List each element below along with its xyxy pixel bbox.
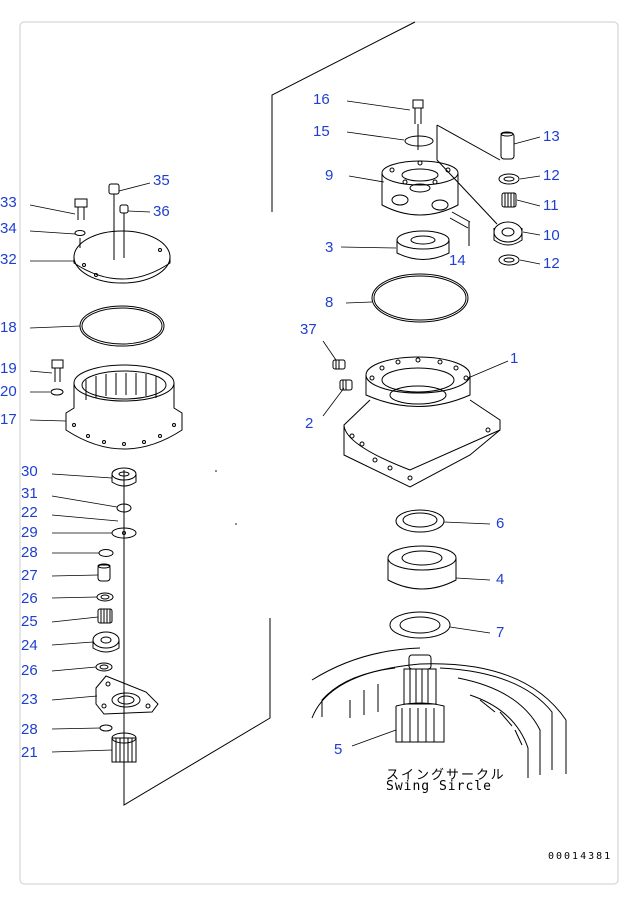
plug-37 xyxy=(332,359,346,370)
ring-gear-17 xyxy=(65,364,183,450)
drawing-number: 00014381 xyxy=(548,851,613,862)
pinion-shaft-5 xyxy=(395,654,445,743)
cover-plate-32 xyxy=(73,230,171,284)
callout-33: 33 xyxy=(0,194,17,211)
washer-15 xyxy=(404,135,434,147)
callout-34: 34 xyxy=(0,220,17,237)
leader-10-mount xyxy=(436,159,498,225)
shaft-14 xyxy=(449,211,471,246)
callout-20: 20 xyxy=(0,383,17,400)
callout-22: 22 xyxy=(21,504,38,521)
sheet-border xyxy=(19,21,619,885)
o-ring-18 xyxy=(79,305,165,347)
snap-ring-28-upper xyxy=(98,549,114,557)
callout-7: 7 xyxy=(496,624,505,641)
planet-carrier-23 xyxy=(95,675,159,715)
thrust-washer-12-upper xyxy=(498,173,520,185)
planet-carrier-9 xyxy=(381,160,459,216)
thrust-washer-26-lower xyxy=(95,662,113,672)
callout-23: 23 xyxy=(21,691,38,708)
callout-21: 21 xyxy=(21,744,38,761)
callout-32: 32 xyxy=(0,251,17,268)
swing-circle-ring xyxy=(311,647,567,778)
callout-19: 19 xyxy=(0,360,17,377)
fitting-35 xyxy=(108,183,120,260)
seal-6 xyxy=(395,509,445,533)
plug-2 xyxy=(339,379,353,391)
callout-17: 17 xyxy=(0,411,17,428)
spacer-31 xyxy=(116,503,132,513)
callout-27: 27 xyxy=(21,567,38,584)
callout-30: 30 xyxy=(21,463,38,480)
thrust-washer-26-upper xyxy=(96,592,114,602)
pin-13 xyxy=(500,131,515,160)
callout-10: 10 xyxy=(543,227,560,244)
o-ring-8 xyxy=(371,273,469,323)
sun-gear-21 xyxy=(111,732,137,763)
bearing-4 xyxy=(387,545,457,590)
callout-26-lower: 26 xyxy=(21,662,38,679)
snap-ring-28-lower xyxy=(99,724,113,732)
callout-36: 36 xyxy=(153,203,170,220)
washer-34 xyxy=(74,230,86,236)
callout-13: 13 xyxy=(543,128,560,145)
callout-29: 29 xyxy=(21,524,38,541)
swing-circle-caption-en: Swing Sircle xyxy=(386,779,492,794)
callout-26-upper: 26 xyxy=(21,590,38,607)
pin-27 xyxy=(97,563,111,582)
callout-37: 37 xyxy=(300,321,317,338)
swing-housing-1 xyxy=(343,356,501,488)
callout-16: 16 xyxy=(313,91,330,108)
washer-20 xyxy=(50,388,64,396)
callout-2: 2 xyxy=(305,415,314,432)
assembly-link-line-bottom xyxy=(123,618,271,806)
callout-5: 5 xyxy=(334,741,343,758)
leader-lines xyxy=(29,100,541,753)
callout-25: 25 xyxy=(21,613,38,630)
needle-bearing-25 xyxy=(97,608,113,624)
needle-bearing-11 xyxy=(501,192,517,208)
callout-6: 6 xyxy=(496,515,505,532)
callout-35: 35 xyxy=(153,172,170,189)
thrust-washer-12-lower xyxy=(498,254,520,266)
seal-plate-7 xyxy=(389,611,451,639)
bolt-19 xyxy=(51,359,64,382)
callout-31: 31 xyxy=(21,485,38,502)
callout-3: 3 xyxy=(325,239,334,256)
sun-gear-30 xyxy=(111,467,137,487)
callout-14: 14 xyxy=(449,252,466,269)
callout-9: 9 xyxy=(325,167,334,184)
swing-circle-caption-jp: スイングサークル xyxy=(386,768,506,783)
bearing-3 xyxy=(396,230,450,260)
planet-gear-10 xyxy=(493,221,523,246)
assembly-link-line-top xyxy=(271,21,416,212)
callout-11: 11 xyxy=(543,197,559,214)
callout-12-lower: 12 xyxy=(543,255,560,272)
callout-12-upper: 12 xyxy=(543,167,560,184)
bolt-16 xyxy=(412,99,424,150)
leader-13-mount xyxy=(436,124,501,161)
callout-28-lower: 28 xyxy=(21,721,38,738)
callout-28-upper: 28 xyxy=(21,544,38,561)
callout-24: 24 xyxy=(21,637,38,654)
planet-gear-24 xyxy=(92,631,120,653)
fitting-36 xyxy=(119,204,129,258)
bolt-33 xyxy=(74,198,88,220)
callout-4: 4 xyxy=(496,571,505,588)
callout-15: 15 xyxy=(313,123,330,140)
callout-18: 18 xyxy=(0,319,17,336)
callout-8: 8 xyxy=(325,294,334,311)
callout-1: 1 xyxy=(510,350,519,367)
